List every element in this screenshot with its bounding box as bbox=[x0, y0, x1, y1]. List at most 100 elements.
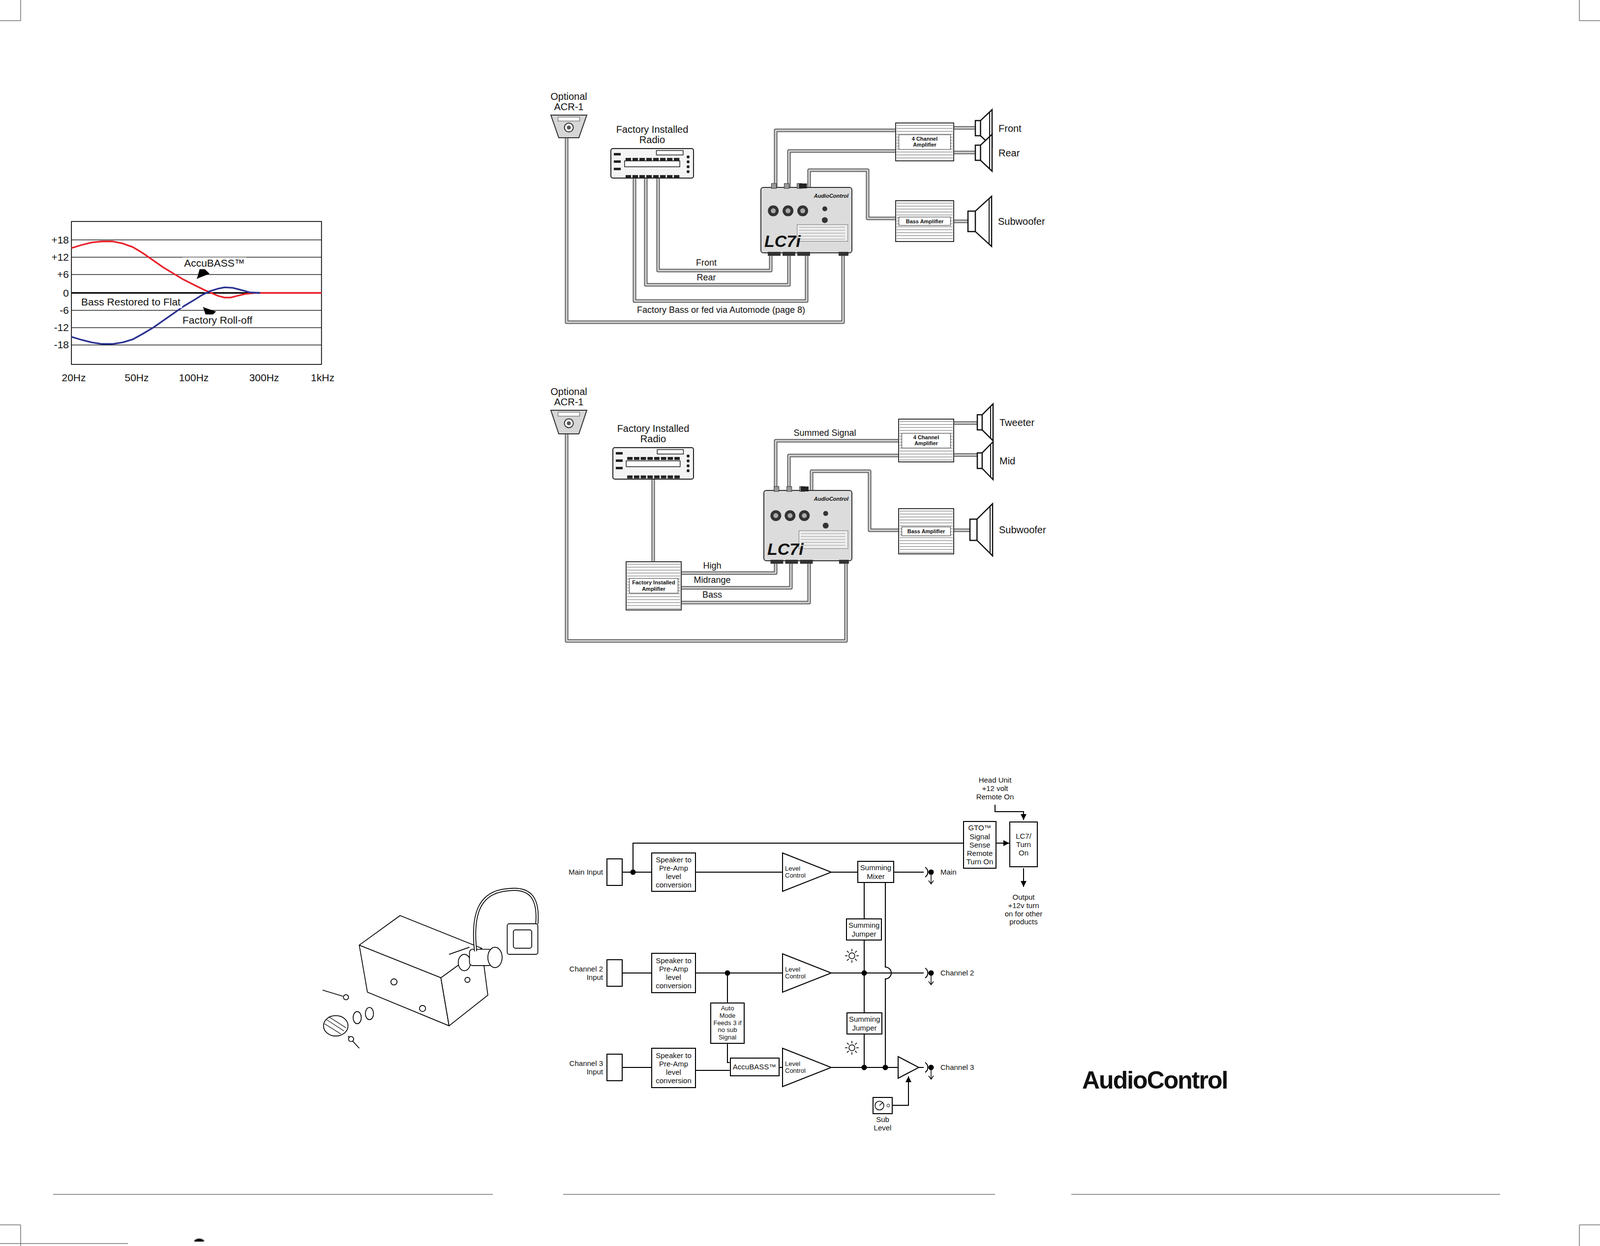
drawn-shape bbox=[674, 475, 680, 479]
drawn-shape bbox=[564, 418, 574, 428]
drawn-shape bbox=[784, 183, 789, 189]
drawn-shape bbox=[771, 183, 777, 189]
drawn-shape bbox=[895, 200, 954, 242]
text-label: 0 bbox=[62, 287, 69, 300]
wiring-cable bbox=[954, 152, 975, 153]
drawn-shape bbox=[654, 475, 660, 479]
drawn-shape bbox=[686, 160, 690, 164]
knob-label: Sub Level bbox=[870, 1115, 896, 1132]
acr-remote-icon bbox=[550, 115, 587, 138]
acr-bracket-illustration-part bbox=[458, 954, 471, 971]
drawn-shape bbox=[660, 175, 666, 179]
frequency-chart-part bbox=[203, 307, 211, 315]
text-label: AccuBASS™ bbox=[182, 257, 247, 270]
speaker-label: Tweeter bbox=[999, 416, 1035, 428]
wiring-cable bbox=[954, 454, 977, 456]
speaker-label: Subwoofer bbox=[998, 524, 1047, 536]
cable-outline bbox=[954, 126, 975, 130]
drawn-shape bbox=[982, 441, 994, 480]
drawn-shape bbox=[686, 165, 690, 169]
acr-bracket-illustration-part bbox=[353, 1011, 362, 1024]
drawn-shape bbox=[666, 175, 673, 179]
cable-outline bbox=[954, 219, 968, 224]
drawn-shape bbox=[899, 537, 953, 538]
drawn-shape bbox=[782, 1048, 832, 1087]
speaker-icon bbox=[976, 441, 994, 481]
acr-remote-icon bbox=[550, 410, 587, 434]
drawn-shape bbox=[654, 456, 660, 460]
drawn-shape bbox=[895, 122, 954, 161]
drawn-shape bbox=[627, 602, 681, 603]
frequency-chart bbox=[71, 221, 322, 365]
drawn-shape bbox=[615, 459, 623, 462]
radio-icon bbox=[610, 148, 695, 179]
box-node: Speaker to Pre-Amp level conversion bbox=[651, 952, 696, 994]
cable-outline bbox=[954, 528, 970, 533]
drawn-shape bbox=[657, 449, 684, 454]
drawn-shape bbox=[899, 545, 953, 547]
cable-core bbox=[681, 561, 810, 603]
drawn-shape bbox=[627, 475, 633, 479]
text-label: Head Unit +12 volt Remote On bbox=[972, 776, 1018, 801]
knob-node: Sub Level bbox=[872, 1096, 893, 1115]
radio-node: Factory Installed Radio bbox=[612, 447, 695, 480]
drawn-shape bbox=[896, 127, 953, 129]
block-diagram-wiring-part bbox=[845, 1040, 859, 1055]
drawn-shape bbox=[624, 160, 680, 167]
text-label: -6 bbox=[59, 304, 69, 317]
block-diagram-wiring-part bbox=[885, 881, 892, 1068]
wiring-cable bbox=[954, 221, 968, 222]
acr-bracket-illustration-part bbox=[507, 923, 538, 955]
amplifier-label: Bass Amplifier bbox=[898, 216, 951, 226]
acr-node: Optional ACR-1 bbox=[550, 410, 587, 434]
drawn-shape bbox=[800, 533, 846, 534]
cable-core bbox=[681, 561, 791, 588]
drawn-shape bbox=[896, 202, 953, 204]
signal-path bbox=[622, 1066, 652, 1068]
drawn-shape bbox=[800, 208, 806, 214]
drawn-shape bbox=[899, 450, 953, 452]
frequency-chart-part bbox=[71, 221, 322, 365]
drawn-shape bbox=[627, 607, 681, 609]
speaker-icon bbox=[974, 133, 993, 172]
drawn-shape bbox=[800, 486, 809, 492]
drawn-shape bbox=[797, 224, 848, 242]
signal-path bbox=[695, 1069, 730, 1071]
drawn-shape bbox=[896, 151, 953, 152]
block-label: Level Control bbox=[784, 966, 813, 980]
drawn-shape bbox=[767, 251, 781, 256]
drawn-shape bbox=[763, 490, 852, 561]
drawn-shape bbox=[980, 134, 993, 172]
box-node: Speaker to Pre-Amp level conversion bbox=[651, 852, 696, 892]
drawn-shape bbox=[782, 205, 794, 217]
cable-outline bbox=[775, 440, 899, 490]
block-label: Summing Mixer bbox=[858, 863, 894, 881]
drawn-shape bbox=[899, 426, 953, 428]
drawn-shape bbox=[558, 412, 580, 417]
device-label: Factory Installed Radio bbox=[610, 423, 697, 445]
wiring-cable bbox=[954, 530, 970, 531]
cable-outline bbox=[954, 421, 977, 425]
spk-node: Subwoofer bbox=[969, 503, 994, 557]
drawn-shape bbox=[823, 511, 829, 516]
drawn-shape bbox=[896, 205, 953, 207]
drawn-shape bbox=[988, 198, 990, 245]
frequency-chart-part bbox=[71, 240, 322, 346]
drawn-shape bbox=[639, 175, 645, 179]
cable-outline bbox=[658, 178, 771, 271]
acr-bracket-illustration-part bbox=[513, 929, 532, 948]
drawn-shape bbox=[615, 466, 623, 470]
block-label: Summing Jumper bbox=[846, 920, 881, 938]
model-label: LC7i bbox=[764, 232, 801, 250]
box-node: AccuBASS™ bbox=[729, 1057, 780, 1077]
signal-path bbox=[996, 842, 1010, 844]
drawn-shape bbox=[639, 157, 645, 161]
acr-bracket-illustration bbox=[322, 889, 539, 1049]
wiring-cable bbox=[954, 127, 975, 129]
drawn-shape bbox=[661, 456, 667, 460]
drawn-shape bbox=[896, 130, 953, 132]
signal-path bbox=[863, 882, 865, 919]
drawn-shape bbox=[613, 167, 621, 171]
